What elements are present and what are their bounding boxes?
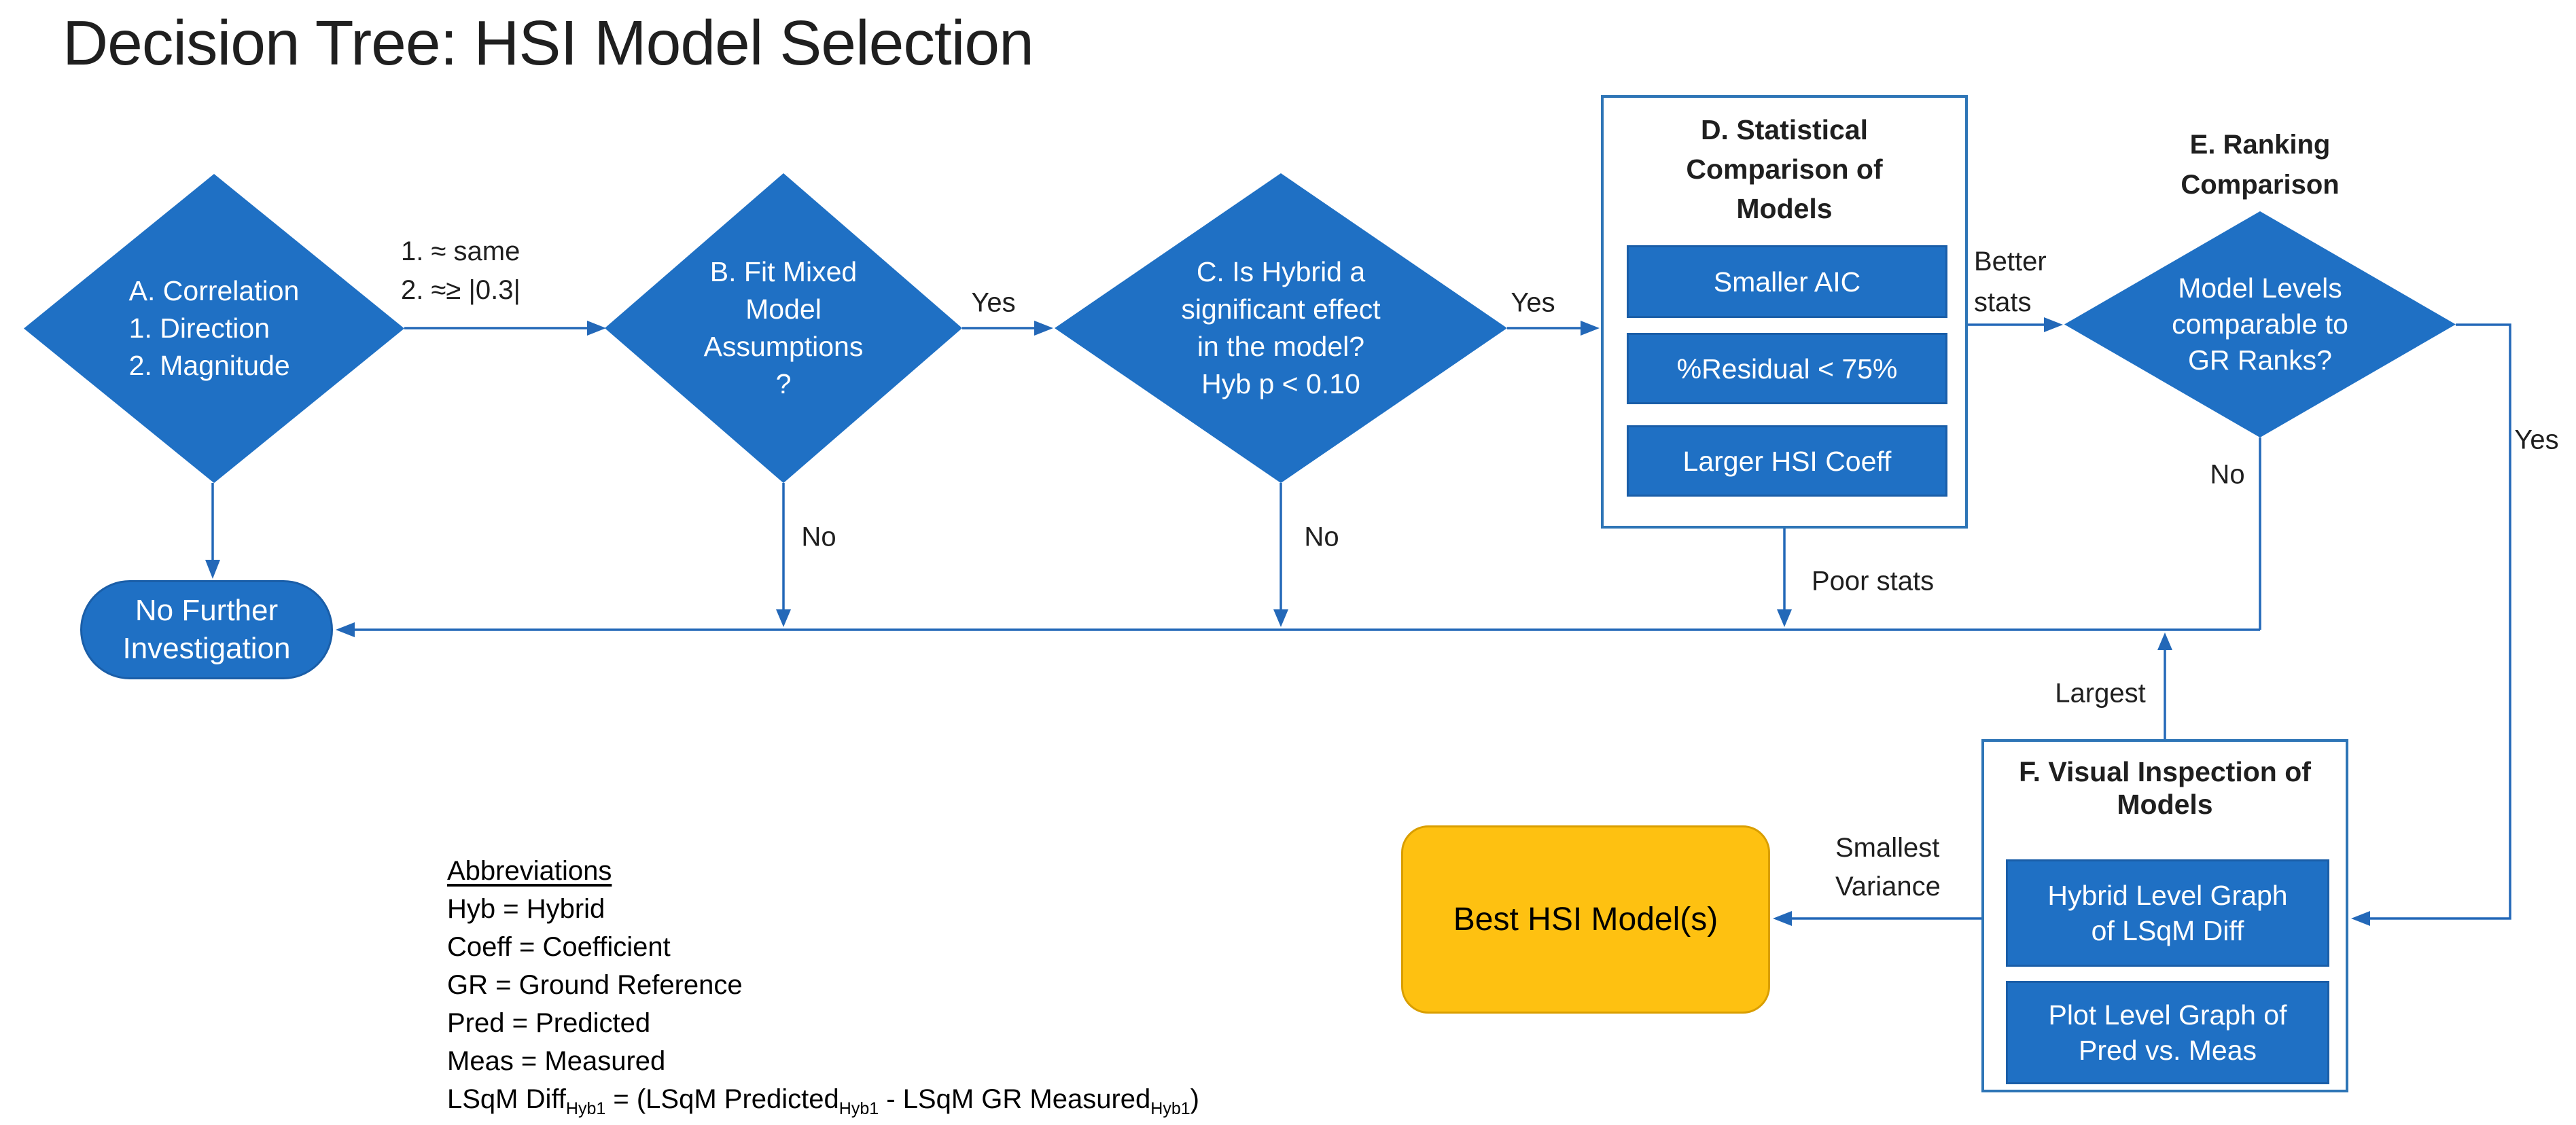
abbreviations-block: Abbreviations Hyb = Hybrid Coeff = Coeff… bbox=[447, 852, 1199, 1118]
node-e-header: E. Ranking Comparison bbox=[2181, 130, 2340, 200]
node-d-title: D. Statistical Comparison of Models bbox=[1686, 114, 1883, 224]
label-correlation-criteria: 1. ≈ same 2. ≈≥ |0.3| bbox=[401, 236, 521, 305]
abbreviations-title: Abbreviations bbox=[447, 856, 612, 886]
node-best-hsi-model: Best HSI Model(s) bbox=[1401, 825, 1770, 1014]
arrowhead-a-down bbox=[205, 560, 220, 579]
abbreviation-item: GR = Ground Reference bbox=[447, 970, 743, 1000]
abbreviation-item: Hyb = Hybrid bbox=[447, 894, 605, 924]
arrowhead-d-poor-stats-down bbox=[1777, 609, 1792, 627]
abbreviation-item: Pred = Predicted bbox=[447, 1008, 651, 1038]
label-no-b: No bbox=[801, 522, 836, 552]
arrowhead-f-to-best bbox=[1773, 911, 1792, 926]
label-no-c: No bbox=[1304, 522, 1339, 552]
label-better-stats: Better stats bbox=[1974, 247, 2047, 317]
node-d-item-hsi-coeff: Larger HSI Coeff bbox=[1627, 425, 1947, 497]
node-a-text: A. Correlation 1. Direction 2. Magnitude bbox=[128, 275, 300, 381]
arrowhead-a-to-b bbox=[587, 321, 606, 336]
label-poor-stats: Poor stats bbox=[1812, 566, 1935, 596]
node-d-item-residual: %Residual < 75% bbox=[1627, 333, 1947, 404]
arrowhead-c-no-down bbox=[1273, 609, 1288, 627]
label-smallest-variance: Smallest Variance bbox=[1835, 833, 1941, 901]
label-largest: Largest bbox=[2055, 678, 2146, 709]
node-f-visual-inspection: F. Visual Inspection of Models Hybrid Le… bbox=[1981, 739, 2348, 1092]
abbreviation-item: Meas = Measured bbox=[447, 1046, 666, 1076]
node-e-text: Model Levels comparable to GR Ranks? bbox=[2172, 272, 2348, 376]
abbreviation-item: Coeff = Coefficient bbox=[447, 932, 671, 962]
arrowhead-b-no-down bbox=[776, 609, 791, 627]
node-d-statistical-comparison: D. Statistical Comparison of Models Smal… bbox=[1601, 95, 1968, 529]
label-yes-c-d: Yes bbox=[1511, 287, 1555, 318]
node-b-text: B. Fit Mixed Model Assumptions ? bbox=[703, 256, 864, 399]
node-d-item-smaller-aic: Smaller AIC bbox=[1627, 245, 1947, 318]
node-no-further-investigation: No Further Investigation bbox=[80, 580, 333, 679]
node-f-title: F. Visual Inspection of Models bbox=[2019, 756, 2311, 820]
arrowhead-f-largest-up bbox=[2157, 632, 2172, 650]
label-yes-b-c: Yes bbox=[971, 287, 1016, 318]
node-c-text: C. Is Hybrid a significant effect in the… bbox=[1181, 256, 1381, 399]
abbreviation-formula: LSqM DiffHyb1 = (LSqM PredictedHyb1 - LS… bbox=[447, 1084, 1199, 1118]
arrowhead-c-to-d bbox=[1581, 321, 1600, 336]
label-no-e: No bbox=[2210, 459, 2245, 490]
label-yes-right: Yes bbox=[2514, 425, 2559, 455]
arrowhead-b-to-c bbox=[1034, 321, 1053, 336]
arrowhead-d-to-e bbox=[2044, 317, 2063, 332]
node-f-item-plot-level-graph: Plot Level Graph of Pred vs. Meas bbox=[2006, 981, 2329, 1084]
node-f-item-hybrid-level-graph: Hybrid Level Graph of LSqM Diff bbox=[2006, 859, 2329, 967]
arrowhead-return-line bbox=[336, 622, 355, 637]
connector-e-yes-to-f bbox=[2370, 323, 2511, 920]
arrowhead-e-yes-to-f bbox=[2351, 911, 2370, 926]
page-title: Decision Tree: HSI Model Selection bbox=[63, 7, 1034, 78]
